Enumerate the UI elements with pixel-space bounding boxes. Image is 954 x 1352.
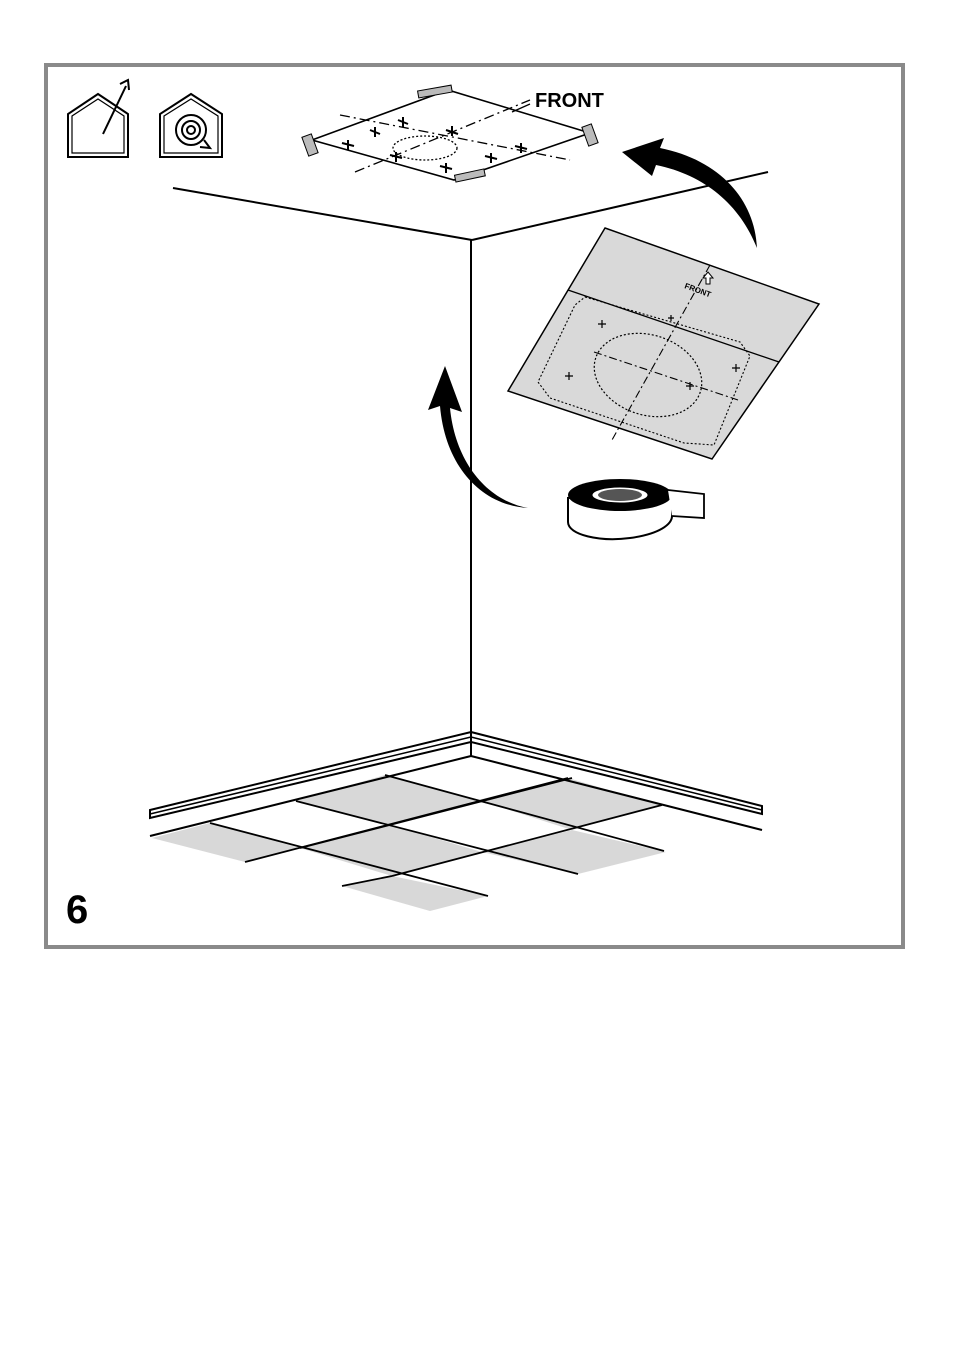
tape-roll	[568, 479, 704, 539]
curved-arrow-upper-icon	[622, 138, 757, 248]
step-number: 6	[66, 890, 88, 930]
house-ducted-exhaust-icon	[68, 80, 129, 157]
house-recirculation-icon	[160, 94, 222, 157]
floor	[150, 732, 762, 952]
paper-template: FRONT	[508, 228, 819, 459]
front-label: FRONT	[535, 90, 604, 112]
